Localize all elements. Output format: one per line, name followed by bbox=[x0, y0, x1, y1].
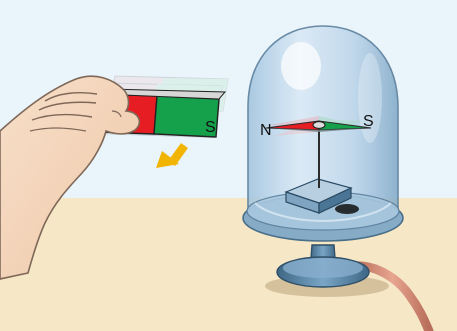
magnet-s-label: S bbox=[205, 119, 216, 136]
compass-n-label: N bbox=[260, 122, 272, 139]
compass-s-label: S bbox=[363, 113, 374, 130]
